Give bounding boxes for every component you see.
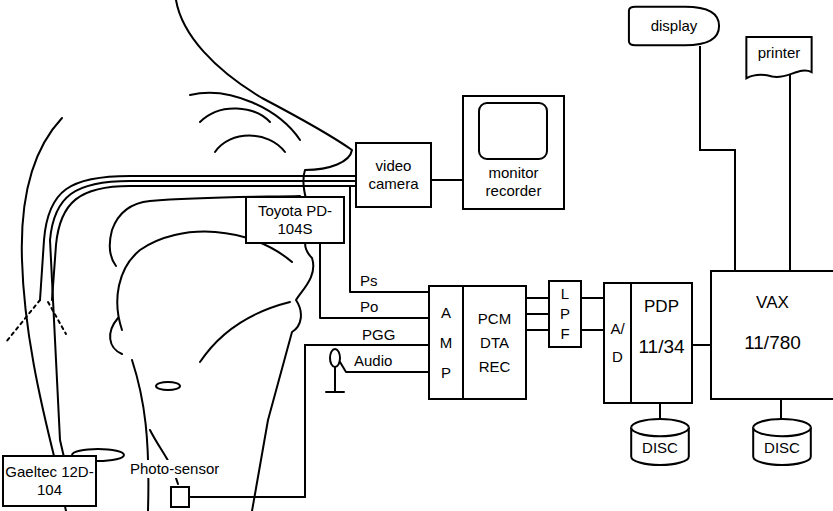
filter-box: LPF	[548, 280, 582, 348]
transducer-box: Gaeltec 12D-104	[2, 455, 97, 507]
signal-name: Audio	[352, 352, 394, 370]
trachea-wall	[132, 360, 148, 511]
node-text: Gaeltec 12D-104	[4, 463, 95, 499]
signal-line	[582, 298, 603, 330]
mouth-floor	[200, 302, 290, 362]
disc-storage: DISC	[752, 418, 812, 466]
node-text: printer	[758, 44, 801, 62]
po-wire	[320, 244, 428, 318]
display-outline	[629, 7, 719, 45]
printer-outline	[746, 37, 811, 78]
node-text: PDP	[644, 298, 679, 316]
pharynx-wall	[22, 118, 66, 511]
node-text: LPF	[558, 284, 573, 344]
display-terminal: display	[628, 6, 720, 46]
node-text: A/D	[610, 315, 625, 371]
signal-name: PGG	[360, 326, 397, 344]
signal-name: Ps	[358, 272, 380, 290]
signal-line	[659, 404, 661, 420]
node-text: 11/34	[638, 338, 684, 356]
computer-box: PDP 11/34	[630, 282, 693, 404]
signal-line	[693, 344, 710, 346]
signal-line	[780, 400, 782, 420]
printer-symbol: printer	[745, 36, 813, 80]
node-text: PCM DTA REC	[474, 307, 516, 379]
converter-box: A/D	[603, 282, 632, 404]
node-text: 11/780	[744, 334, 801, 352]
monitor-box: monitor recorder	[462, 95, 565, 210]
catheter	[50, 181, 356, 492]
hyoid	[156, 382, 180, 390]
disc-storage: DISC	[630, 418, 690, 466]
node-text: DISC	[764, 439, 800, 457]
disc-outline	[753, 428, 811, 437]
tube	[52, 186, 356, 300]
signal-line	[789, 73, 791, 270]
signal-line	[190, 345, 428, 497]
monitor-screen	[478, 102, 548, 160]
signal-line	[432, 179, 462, 181]
recorder-box: PCM DTA REC	[462, 285, 527, 400]
node-text: display	[651, 17, 698, 35]
camera-box: video camera	[355, 142, 432, 208]
view-field	[6, 300, 66, 342]
node-text: monitor recorder	[464, 164, 563, 200]
signal-name: Po	[358, 298, 380, 316]
node-text: Toyota PD-104S	[247, 202, 343, 238]
tongue	[117, 232, 292, 330]
signal-line	[700, 46, 735, 270]
signal-line	[527, 298, 548, 330]
fiberscope	[40, 176, 356, 300]
disc-outline	[631, 428, 689, 437]
node-text: DISC	[642, 439, 678, 457]
amplifier-box: AMP	[428, 285, 464, 400]
turbinate	[200, 108, 270, 122]
face-profile	[176, 0, 352, 511]
node-text: Photo-sensor	[128, 460, 221, 478]
node-text: video camera	[357, 157, 430, 193]
epiglottis	[110, 318, 122, 354]
node-text: AMP	[439, 298, 454, 388]
photo-sensor: Photo-sensor	[170, 486, 190, 508]
microphone	[330, 349, 340, 367]
nasal-roof	[190, 93, 300, 140]
disc-outline	[631, 419, 689, 465]
transducer-box: Toyota PD-104S	[245, 196, 345, 244]
microphone-stand	[326, 367, 344, 392]
computer-box: VAX 11/780	[710, 270, 833, 400]
disc-outline	[753, 419, 811, 465]
turbinate	[215, 136, 285, 153]
node-text: VAX	[756, 294, 789, 312]
